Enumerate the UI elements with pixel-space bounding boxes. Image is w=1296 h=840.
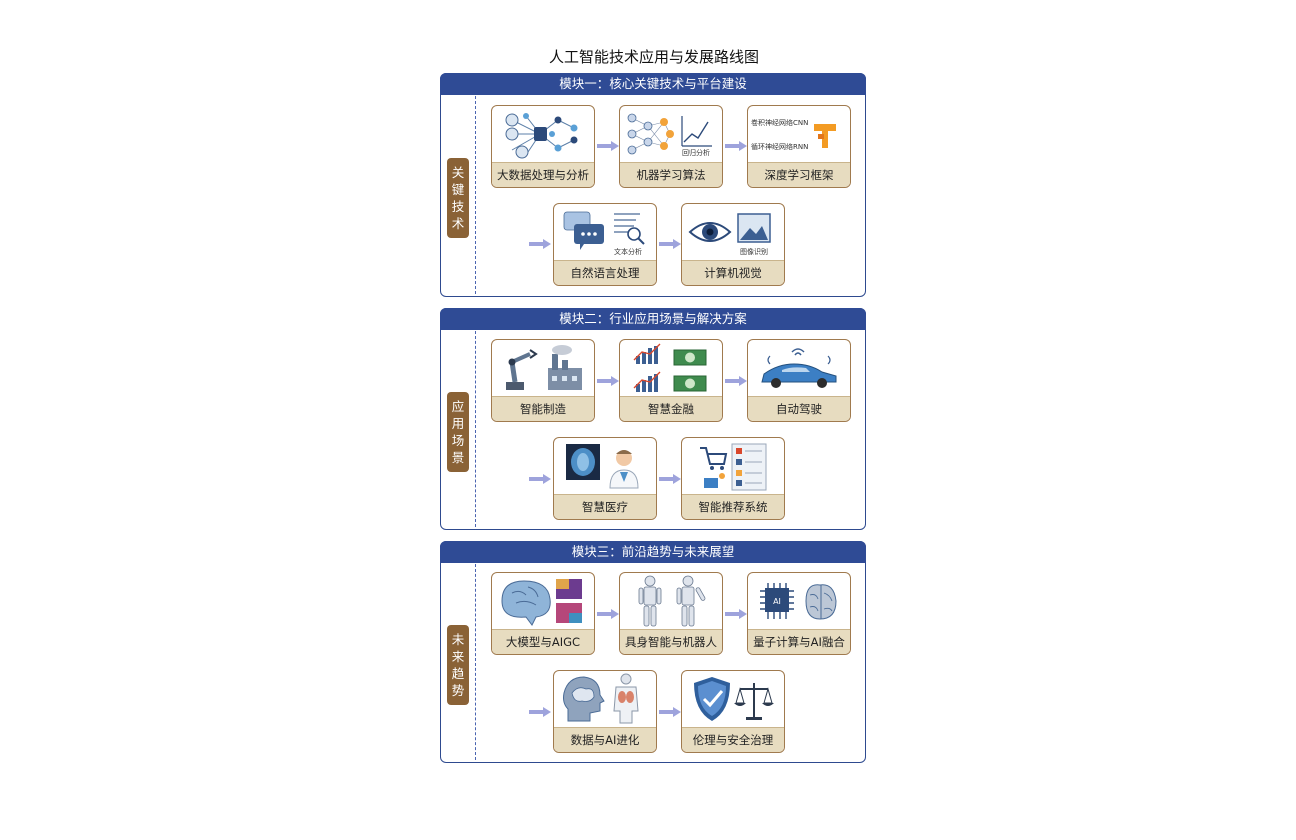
card-label: 机器学习算法 xyxy=(620,162,722,187)
card-smart-manufacturing[interactable]: 智能制造 xyxy=(491,339,595,422)
arrow-right-icon xyxy=(659,239,681,249)
card-autonomous-driving[interactable]: 自动驾驶 xyxy=(747,339,851,422)
car-icon xyxy=(761,348,837,388)
card-recommendation[interactable]: 智能推荐系统 xyxy=(681,437,785,520)
card-data-ai-evolution[interactable]: 数据与AI进化 xyxy=(553,670,657,753)
card-label: 具身智能与机器人 xyxy=(620,629,722,654)
module-header: 模块三：前沿趋势与未来展望 xyxy=(440,541,866,563)
card-nlp[interactable]: 文本分析 自然语言处理 xyxy=(553,203,657,286)
arrow-right-icon xyxy=(529,239,551,249)
card-dl-framework[interactable]: 卷积神经网络CNN 循环神经网络RNN 深度学习框架 xyxy=(747,105,851,188)
card-label: 智能推荐系统 xyxy=(682,494,784,519)
side-label: 关键技术 xyxy=(447,158,469,238)
humanoid-robot-icon xyxy=(638,575,706,627)
arrow-right-icon xyxy=(597,141,619,151)
tensorflow-icon: 卷积神经网络CNN 循环神经网络RNN xyxy=(751,118,836,151)
card-sublabel: 卷积神经网络CNN xyxy=(751,118,808,127)
arrow-right-icon xyxy=(725,609,747,619)
card-embodied-ai[interactable]: 具身智能与机器人 xyxy=(619,572,723,655)
card-label: 智慧金融 xyxy=(620,396,722,421)
head-body-icon xyxy=(563,673,639,724)
card-label: 自动驾驶 xyxy=(748,396,850,421)
eye-icon: 图像识别 xyxy=(688,213,771,256)
card-ethics-safety[interactable]: 伦理与安全治理 xyxy=(681,670,785,753)
card-label: 计算机视觉 xyxy=(682,260,784,285)
arrow-right-icon xyxy=(659,707,681,717)
arrow-right-icon xyxy=(597,609,619,619)
side-label: 未来趋势 xyxy=(447,625,469,705)
ai-chip-icon: AI xyxy=(760,583,837,620)
arrow-right-icon xyxy=(659,474,681,484)
card-label: 深度学习框架 xyxy=(748,162,850,187)
shield-scale-icon xyxy=(694,677,774,721)
card-label: 伦理与安全治理 xyxy=(682,727,784,752)
doctor-icon xyxy=(566,444,639,489)
card-label: 智能制造 xyxy=(492,396,594,421)
shopping-cart-icon xyxy=(700,443,767,491)
brain-icon xyxy=(501,579,582,626)
dashed-divider xyxy=(475,564,476,760)
dashed-divider xyxy=(475,96,476,294)
card-sublabel: 循环神经网络RNN xyxy=(751,142,808,151)
card-big-data[interactable]: 大数据处理与分析 xyxy=(491,105,595,188)
card-smart-finance[interactable]: 智慧金融 xyxy=(619,339,723,422)
network-graph-icon xyxy=(505,113,578,159)
card-smart-healthcare[interactable]: 智慧医疗 xyxy=(553,437,657,520)
module-header: 模块一：核心关键技术与平台建设 xyxy=(440,73,866,95)
card-llm-aigc[interactable]: 大模型与AIGC xyxy=(491,572,595,655)
arrow-right-icon xyxy=(529,707,551,717)
robot-arm-icon xyxy=(506,345,582,390)
diagram-title: 人工智能技术应用与发展路线图 xyxy=(548,48,759,66)
module-applications: 模块二：行业应用场景与解决方案 应用场景 智能制造 智慧金融 xyxy=(440,308,866,530)
chat-bubble-icon: 文本分析 xyxy=(563,211,645,256)
arrow-right-icon xyxy=(725,141,747,151)
card-cv[interactable]: 图像识别 计算机视觉 xyxy=(681,203,785,286)
arrow-right-icon xyxy=(597,376,619,386)
module-core-tech: 模块一：核心关键技术与平台建设 关键技术 大数据处理与分析 xyxy=(440,73,866,297)
module-future-trends: 模块三：前沿趋势与未来展望 未来趋势 大模型与AIGC 具身智能与机器人 xyxy=(440,541,866,763)
card-label: 数据与AI进化 xyxy=(554,727,656,752)
finance-chart-icon xyxy=(633,343,707,392)
neural-net-icon: 回归分析 xyxy=(627,113,712,157)
arrow-right-icon xyxy=(529,474,551,484)
card-ml[interactable]: 回归分析 机器学习算法 xyxy=(619,105,723,188)
card-label: 大模型与AIGC xyxy=(492,629,594,654)
card-sublabel: 回归分析 xyxy=(682,148,710,157)
card-label: 自然语言处理 xyxy=(554,260,656,285)
chip-label: AI xyxy=(773,597,781,606)
side-label: 应用场景 xyxy=(447,392,469,472)
card-quantum-ai[interactable]: AI 量子计算与AI融合 xyxy=(747,572,851,655)
module-header: 模块二：行业应用场景与解决方案 xyxy=(440,308,866,330)
card-label: 智慧医疗 xyxy=(554,494,656,519)
card-label: 量子计算与AI融合 xyxy=(748,629,850,654)
dashed-divider xyxy=(475,331,476,527)
card-sublabel: 图像识别 xyxy=(740,247,768,256)
card-sublabel: 文本分析 xyxy=(614,247,642,256)
card-label: 大数据处理与分析 xyxy=(492,162,594,187)
arrow-right-icon xyxy=(725,376,747,386)
